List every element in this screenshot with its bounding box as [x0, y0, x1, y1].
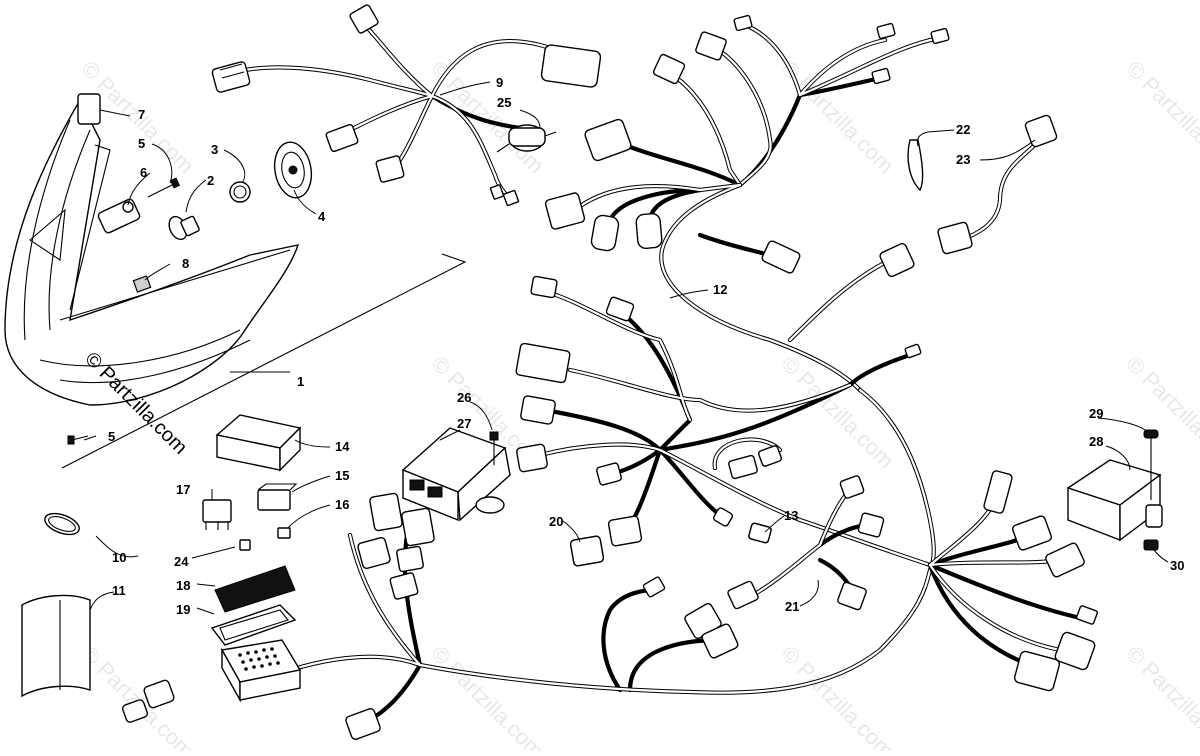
callout-4: 4	[318, 209, 326, 224]
clamp-10	[44, 512, 80, 536]
retaining-ring	[229, 181, 251, 203]
rubber-boot	[273, 141, 313, 199]
nut-30	[1143, 539, 1159, 551]
callout-28: 28	[1089, 434, 1103, 449]
headlight-housing	[4, 93, 300, 406]
relay-14	[215, 414, 302, 472]
bracket-part	[132, 275, 152, 293]
sleeve-11	[21, 594, 91, 698]
watermark-faint: © Partzilla.com	[776, 641, 899, 751]
callout-8: 8	[182, 256, 189, 271]
fuse-16	[277, 527, 291, 539]
callout-10: 10	[112, 550, 126, 565]
callout-26: 26	[457, 390, 471, 405]
callout-9: 9	[496, 75, 503, 90]
watermark-faint: © Partzilla.com	[1121, 351, 1200, 474]
callout-numbers: 1 2 3 4 5 5 6 7 8 9 10 11 12 13 14 15 16…	[108, 75, 1184, 617]
fuse-box	[220, 639, 302, 703]
leader-lines	[83, 81, 1169, 615]
callout-20: 20	[549, 514, 563, 529]
watermark-faint: © Partzilla.com	[76, 641, 199, 751]
callout-6: 6	[140, 165, 147, 180]
callout-5: 5	[138, 136, 145, 151]
callout-25: 25	[497, 95, 511, 110]
bulb-socket	[97, 198, 141, 234]
callout-7: 7	[138, 107, 145, 122]
callout-30: 30	[1170, 558, 1184, 573]
callout-27: 27	[457, 416, 471, 431]
callout-14: 14	[335, 439, 350, 454]
connectors	[122, 4, 1098, 740]
callout-12: 12	[713, 282, 727, 297]
connector-20	[569, 535, 605, 567]
headlight-group-frame	[61, 253, 467, 469]
callout-29: 29	[1089, 406, 1103, 421]
callout-23: 23	[956, 152, 970, 167]
screw-part	[67, 177, 181, 445]
callout-1: 1	[297, 374, 304, 389]
bolt-26	[489, 431, 499, 465]
regulator-28	[1066, 459, 1163, 542]
fuse-label-18	[214, 565, 296, 613]
callout-19: 19	[176, 602, 190, 617]
relay-25	[496, 124, 557, 153]
callout-11: 11	[112, 583, 126, 598]
connector-13	[748, 522, 772, 544]
callout-15: 15	[335, 468, 349, 483]
relay-17	[202, 499, 232, 530]
callout-2: 2	[207, 173, 214, 188]
callout-13: 13	[784, 508, 798, 523]
callout-5-lower: 5	[108, 429, 115, 444]
relay-15	[257, 483, 298, 511]
callout-21: 21	[785, 599, 799, 614]
callout-3: 3	[211, 142, 218, 157]
watermark-faint: © Partzilla.com	[1121, 641, 1200, 751]
callout-18: 18	[176, 578, 190, 593]
gasket-19	[210, 604, 297, 646]
ecu-module-27	[401, 427, 511, 522]
callout-17: 17	[176, 482, 190, 497]
watermark-faint: © Partzilla.com	[426, 641, 549, 751]
callout-16: 16	[335, 497, 349, 512]
wire-harness	[222, 17, 1093, 723]
callout-24: 24	[174, 554, 189, 569]
fuse-24	[239, 539, 251, 551]
callout-22: 22	[956, 122, 970, 137]
watermark-faint: © Partzilla.com	[1121, 56, 1200, 179]
headlight-bulb	[168, 215, 200, 241]
